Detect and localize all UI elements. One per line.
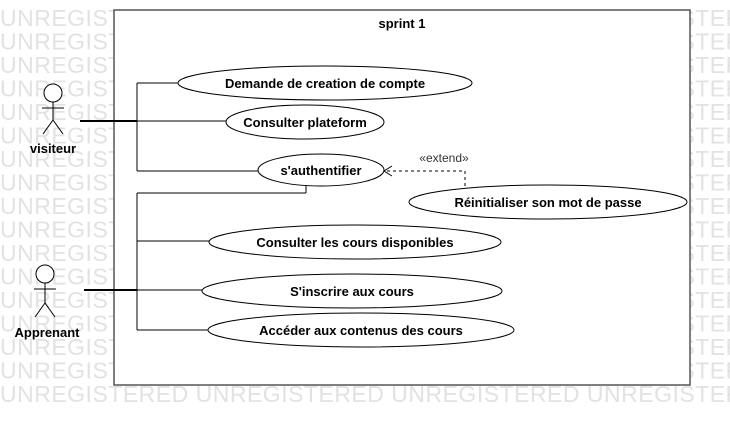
use-case-label: Réinitialiser son mot de passe [454,195,641,210]
use-case-label: S'inscrire aux cours [290,284,414,299]
use-case-reinitialiser-mot-de-passe[interactable]: Réinitialiser son mot de passe [408,184,688,220]
use-case-label: Demande de creation de compte [225,76,425,91]
extend-dashed-line [384,170,466,186]
use-case-acceder-contenus-cours[interactable]: Accéder aux contenus des cours [207,312,515,348]
use-case-ellipse [257,153,385,187]
extend-relation: «extend» [383,151,469,186]
actor-apprenant[interactable] [34,264,56,318]
actor-leg-right [44,302,56,318]
use-case-demande-creation-compte[interactable]: Demande de creation de compte [177,65,473,101]
use-case-consulter-cours-disponibles[interactable]: Consulter les cours disponibles [208,224,502,260]
apprenant-associations [84,185,307,331]
actor-head-icon [43,83,63,103]
actor-visiteur[interactable] [42,83,64,135]
use-case-ellipse [207,312,515,348]
use-case-ellipse [201,273,503,309]
visiteur-associations [80,82,258,172]
use-case-label: s'authentifier [280,163,361,178]
use-case-ellipse [225,104,385,140]
use-case-ellipse [177,65,473,101]
use-case-label: Consulter les cours disponibles [256,235,453,250]
actor-leg-right [52,119,64,135]
use-case-ellipse [408,184,688,220]
use-case-authentifier[interactable]: s'authentifier [257,153,385,187]
extend-label: «extend» [419,151,469,165]
actor-leg-left [34,302,46,318]
system-title: sprint 1 [379,16,426,31]
use-case-inscrire-aux-cours[interactable]: S'inscrire aux cours [201,273,503,309]
use-case-label: Accéder aux contenus des cours [259,323,463,338]
use-case-consulter-plateform[interactable]: Consulter plateform [225,104,385,140]
actor-head-icon [35,264,55,284]
actor-label-apprenant: Apprenant [15,325,81,340]
use-case-ellipse [208,224,502,260]
use-case-label: Consulter plateform [243,115,367,130]
actor-leg-left [42,119,54,135]
actor-label-visiteur: visiteur [30,141,76,156]
